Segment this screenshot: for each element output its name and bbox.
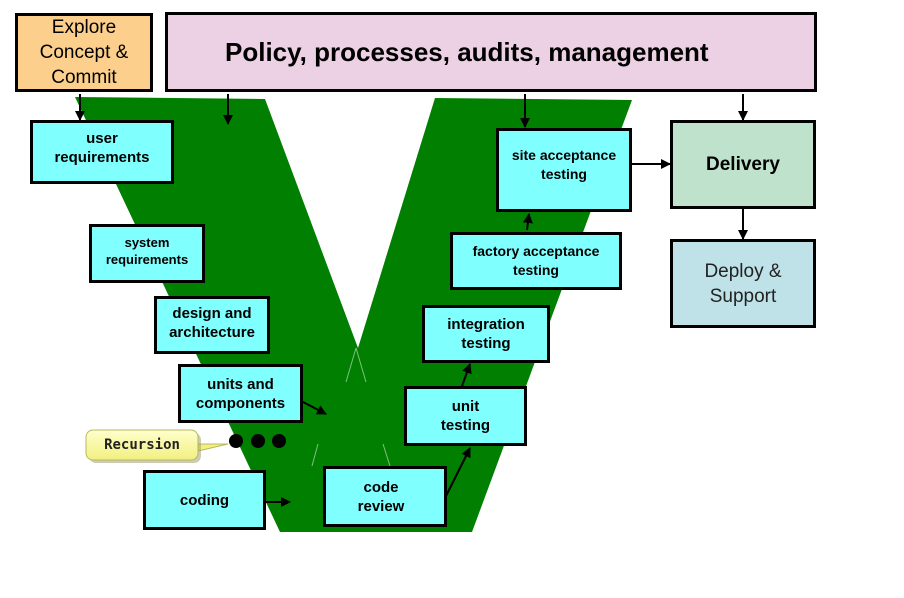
user-requirements-box: user requirements [30,120,174,184]
v-crease-lines [311,347,391,467]
unit-testing-label: unit testing [440,398,491,434]
deploy-label: Deploy & Support [704,260,782,307]
design-and-architecture-box: design and architecture [154,296,270,354]
policy-label: Policy, processes, audits, management [225,36,709,67]
deploy-support-box: Deploy & Support [670,239,816,328]
recursion-label: Recursion [104,437,180,453]
explore-label: Explore Concept & Commit [39,17,129,88]
delivery-label: Delivery [706,153,780,175]
system-requirements-box: system requirements [89,224,205,283]
policy-box: Policy, processes, audits, management [165,12,817,92]
user-requirements-label: user requirements [54,130,150,166]
recursion-callout-text: Recursion [86,430,198,460]
coding-box: coding [143,470,266,530]
ellipsis-dots [229,434,286,448]
explore-concept-commit-box: Explore Concept & Commit [15,13,153,92]
site-acceptance-testing-box: site acceptance testing [496,128,632,212]
units-and-components-box: units and components [178,364,303,423]
integration-testing-label: integration testing [447,316,525,352]
factory-acceptance-testing-box: factory acceptance testing [450,232,622,290]
code-review-box: code review [323,466,447,527]
integration-testing-box: integration testing [422,305,550,363]
factory-acceptance-testing-label: factory acceptance testing [472,243,600,278]
coding-label: coding [179,491,230,509]
flow-arrows [75,94,748,507]
code-review-label: code review [357,478,405,515]
unit-testing-box: unit testing [404,386,527,446]
design-and-architecture-label: design and architecture [169,305,255,341]
site-acceptance-testing-label: site acceptance testing [511,147,617,182]
delivery-box: Delivery [670,120,816,209]
recursion-callout [85,429,229,463]
units-and-components-label: units and components [195,375,286,412]
system-requirements-label: system requirements [105,234,189,267]
